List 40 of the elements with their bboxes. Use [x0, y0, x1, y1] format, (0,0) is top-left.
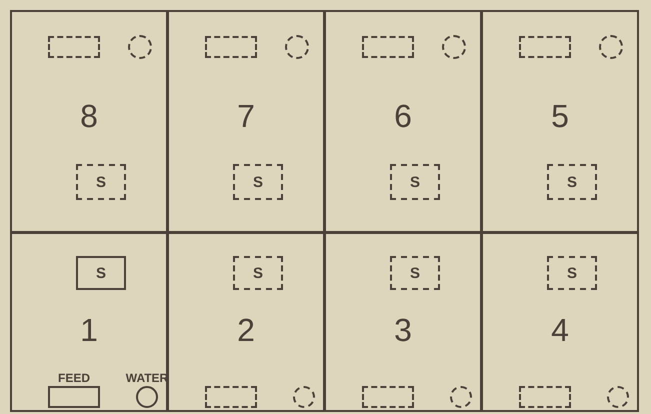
feeder-box	[519, 36, 571, 58]
s-box	[547, 256, 597, 290]
pen-number: 7	[237, 100, 255, 132]
pen-cell	[167, 10, 325, 233]
s-label: S	[96, 266, 106, 280]
s-box	[390, 256, 440, 290]
feeder-box	[205, 36, 257, 58]
pen-number: 4	[551, 314, 569, 346]
s-label: S	[410, 266, 420, 280]
pen-cell	[167, 232, 325, 412]
feeder-box	[519, 386, 571, 408]
pen-number: 8	[80, 100, 98, 132]
feature-label: FEED	[58, 372, 90, 384]
pen-number: 3	[394, 314, 412, 346]
pen-cell	[481, 232, 639, 412]
s-label: S	[252, 174, 263, 190]
s-label: S	[96, 174, 106, 190]
s-label: S	[252, 266, 263, 280]
pen-cell	[481, 10, 639, 233]
pen-number: 1	[80, 314, 98, 346]
pen-cell	[10, 10, 168, 233]
feeder-box	[205, 386, 257, 408]
s-box	[233, 256, 283, 290]
s-label: S	[566, 174, 577, 190]
pen-number: 5	[551, 100, 569, 132]
s-box	[76, 164, 126, 200]
s-box	[76, 256, 126, 290]
feeder-box	[362, 36, 414, 58]
feeder-box	[362, 386, 414, 408]
feeder-box	[48, 36, 100, 58]
pen-cell	[324, 232, 482, 412]
pen-cell	[10, 232, 168, 412]
s-label: S	[566, 266, 577, 280]
pen-number: 6	[394, 100, 412, 132]
s-box	[390, 164, 440, 200]
pen-number: 2	[237, 314, 255, 346]
pen-cell	[324, 10, 482, 233]
s-label: S	[410, 174, 420, 190]
s-box	[233, 164, 283, 200]
s-box	[547, 164, 597, 200]
